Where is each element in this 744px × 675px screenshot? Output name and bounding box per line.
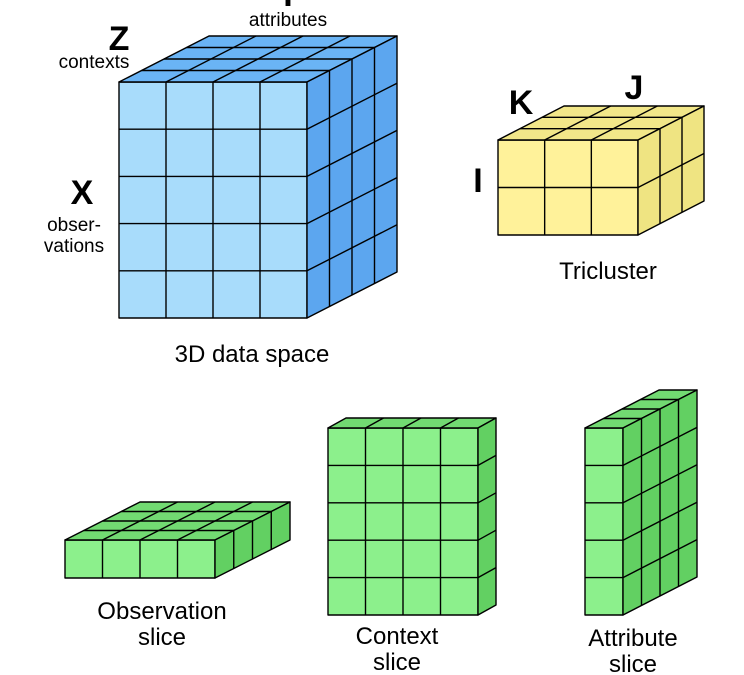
dim-x-letter: X <box>71 174 94 212</box>
side-grid-line <box>477 454 497 467</box>
dim-z-label: contexts <box>59 52 130 73</box>
side-grid-line <box>477 566 497 579</box>
tricluster-k-label: K <box>509 84 534 122</box>
tricluster-cube <box>497 105 705 236</box>
tricluster-j-label: J <box>625 69 644 107</box>
side-face <box>477 417 497 616</box>
dim-y-label: attributes <box>249 10 327 31</box>
context-slice <box>327 417 497 616</box>
side-grid-line <box>637 152 705 189</box>
dim-x-label-line1: obser- <box>47 215 101 236</box>
top-grid-line <box>544 105 611 141</box>
attribute-slice <box>584 389 698 616</box>
top-grid-line <box>365 417 384 429</box>
dim-x-label-line2: vations <box>44 236 104 257</box>
attribute-slice-caption-line2: slice <box>609 651 657 675</box>
observation-slice <box>64 501 291 579</box>
side-grid-line <box>306 129 398 178</box>
side-grid-line <box>306 176 398 225</box>
side-grid-line <box>622 464 698 504</box>
side-grid-line <box>477 529 497 541</box>
observation-slice-caption-line2: slice <box>138 624 186 651</box>
side-grid-line <box>622 501 698 541</box>
attribute-slice-caption-line1: Attribute <box>588 625 677 652</box>
dim-z-letter: Z <box>109 20 130 58</box>
top-grid-line <box>591 105 658 141</box>
side-grid-line <box>622 426 698 467</box>
top-grid-line <box>402 417 422 429</box>
data-space-caption: 3D data space <box>175 341 330 368</box>
side-grid-line <box>477 492 497 504</box>
data-space-cube <box>118 35 398 319</box>
context-slice-caption-line1: Context <box>356 623 439 650</box>
dim-y-letter: Y <box>277 0 300 14</box>
tricluster-i-label: I <box>473 162 482 200</box>
tricluster-caption: Tricluster <box>559 258 657 285</box>
side-grid-line <box>306 224 398 272</box>
side-grid-line <box>622 538 698 579</box>
front-face <box>584 427 624 616</box>
top-grid-line <box>440 417 459 429</box>
observation-slice-caption-line1: Observation <box>97 598 226 625</box>
side-grid-line <box>306 82 398 130</box>
context-slice-caption-line2: slice <box>373 649 421 675</box>
